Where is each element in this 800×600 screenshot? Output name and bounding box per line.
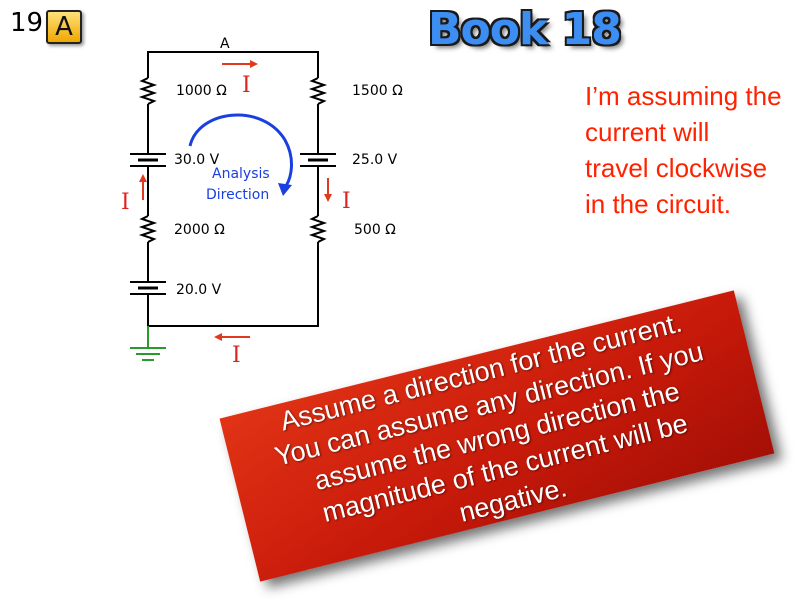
section-badge: A [46, 10, 82, 44]
analysis-direction-arrow [188, 113, 293, 196]
current-arrow-left [139, 174, 147, 200]
label-v-30: 30.0 V [174, 152, 220, 168]
current-arrow-top [222, 60, 258, 68]
current-arrow-right [324, 178, 332, 202]
analysis-label-line1: Analysis [212, 166, 270, 182]
battery-20v [130, 281, 166, 295]
current-label-top: I [242, 73, 251, 98]
current-arrow-bottom [214, 333, 250, 341]
battery-25v [300, 153, 336, 167]
top-wire [147, 51, 319, 78]
current-label-bottom: I [232, 343, 241, 368]
book-title: Book 18 [428, 4, 622, 55]
resistor-1000-ohm [138, 77, 158, 105]
current-label-right: I [342, 189, 351, 214]
label-v-20: 20.0 V [176, 282, 222, 298]
ground-symbol [130, 326, 166, 361]
assumption-note: I’m assuming the current will travel clo… [585, 81, 782, 219]
resistor-2000-ohm [138, 215, 158, 243]
label-r-1500: 1500 Ω [352, 83, 403, 99]
label-v-25: 25.0 V [352, 152, 398, 168]
slide-number: 19 [10, 8, 44, 38]
label-r-500: 500 Ω [354, 222, 396, 238]
analysis-label-line2: Direction [206, 187, 269, 203]
battery-30v [130, 153, 166, 167]
resistor-500-ohm [308, 215, 328, 243]
bottom-wire [148, 242, 319, 327]
node-label-a: A [220, 36, 230, 52]
current-label-left: I [121, 190, 130, 215]
label-r-2000: 2000 Ω [174, 222, 225, 238]
label-r-1000: 1000 Ω [176, 83, 227, 99]
resistor-1500-ohm [308, 77, 328, 105]
